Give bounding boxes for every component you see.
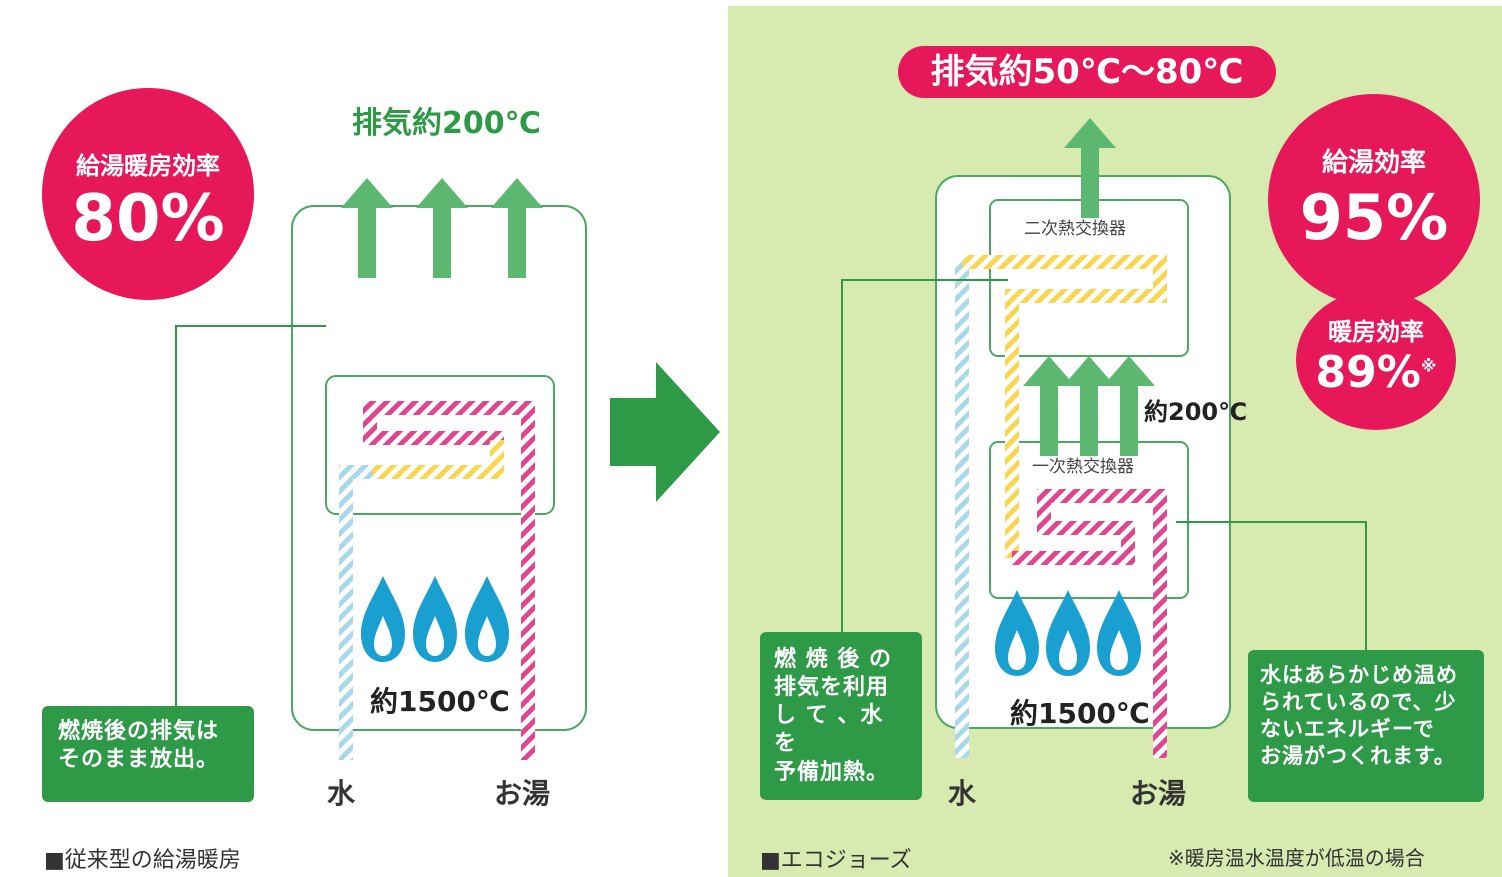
heating-eff-number: 89% [1315,347,1421,398]
efficiency-value: 95% [1299,181,1449,254]
ecojozu-exhaust-label: 排気約50℃〜80℃ [898,46,1276,98]
note-line: 燃 焼 後 の [774,647,892,672]
note-line: 燃焼後の排気は [58,719,220,744]
hot-water-efficiency-badge: 給湯効率 95% [1268,94,1480,306]
ecojozu-hot-water-label: お湯 [1130,777,1187,810]
leader-line [841,279,1008,632]
efficiency-title: 暖房効率 [1328,318,1424,346]
mid-temp-label: 約200℃ [1144,398,1248,426]
efficiency-value: 89%※ [1296,351,1456,395]
ecojozu-burner-temp: 約1500℃ [1010,697,1150,730]
heating-efficiency-badge: 暖房効率 89%※ [1296,290,1456,430]
conventional-exhaust-label: 排気約200℃ [352,106,541,141]
right-arrow-icon [610,362,720,502]
conventional-hot-water-label: お湯 [494,777,551,810]
conventional-pipe-warm [372,440,504,479]
leader-line [175,325,326,706]
eco-pipe-preheat [962,255,1167,558]
conventional-burner-temp: 約1500℃ [370,685,510,718]
note-line: 水はあらかじめ温め [1260,663,1458,687]
conventional-caption: ■従来型の給湯暖房 [44,848,241,873]
note-line: 予備加熱。 [774,759,890,785]
efficiency-title: 給湯効率 [1321,148,1426,178]
conventional-note: 燃焼後の排気は そのまま放出。 [42,706,254,802]
note-line: られているので、少 [1260,689,1457,714]
note-line: し て 、水 を [774,703,884,757]
ecojozu-water-label: 水 [948,777,977,810]
footnote: ※暖房温水温度が低温の場合 [1168,846,1425,870]
ecojozu-note-left: 燃 焼 後 の 排気を利用 し て 、水 を 予備加熱。 [760,632,922,800]
conventional-water-label: 水 [327,777,356,810]
efficiency-value: 80% [71,182,225,256]
note-line: ないエネルギーで [1260,716,1435,741]
efficiency-title: 給湯暖房効率 [76,152,220,180]
eco-pipe-hot [1012,489,1167,758]
ecojozu-caption: ■エコジョーズ [760,848,912,873]
note-line: 排気を利用 [774,675,890,701]
ecojozu-note-right: 水はあらかじめ温め られているので、少 ないエネルギーで お湯がつくれます。 [1248,650,1484,802]
note-line: お湯がつくれます。 [1260,743,1456,768]
footnote-mark: ※ [1420,356,1437,376]
leader-line [1176,521,1367,650]
conventional-efficiency-badge: 給湯暖房効率 80% [42,88,254,300]
primary-hx-label: 一次熱交換器 [1032,457,1134,477]
note-line: そのまま放出。 [58,747,220,773]
secondary-hx-label: 二次熱交換器 [1024,219,1126,239]
